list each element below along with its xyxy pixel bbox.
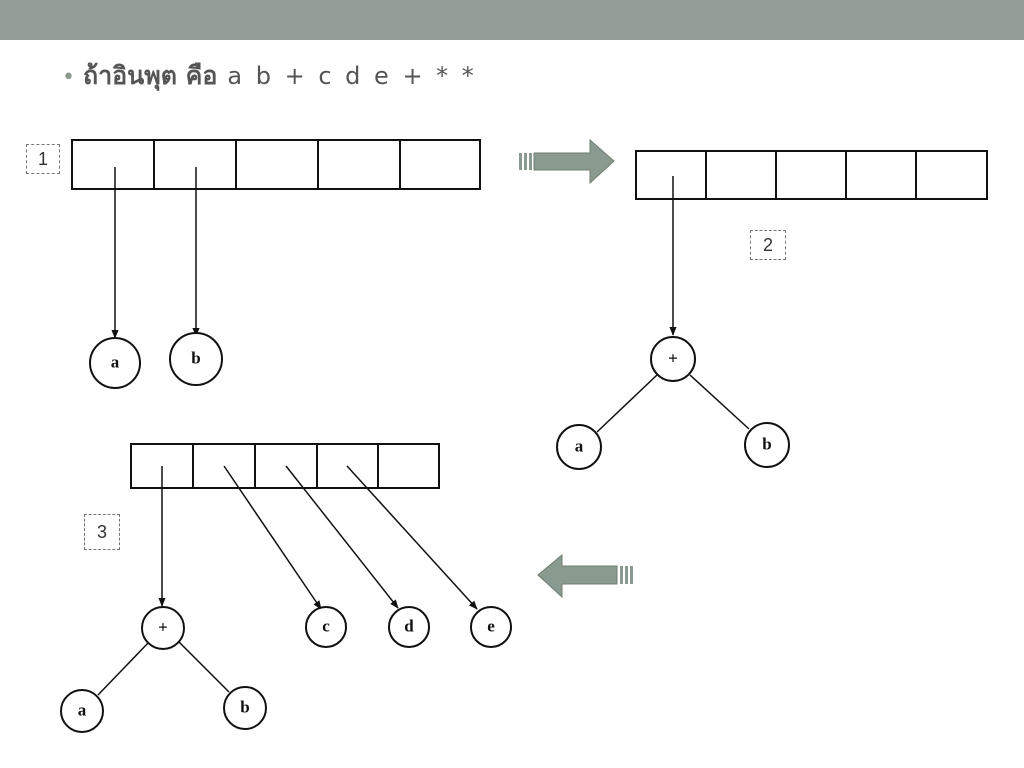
heading-expression: a b + c d e + * * bbox=[227, 62, 477, 90]
step-label-2: 2 bbox=[750, 230, 786, 260]
step-label-3: 3 bbox=[84, 514, 120, 550]
step-label-1: 1 bbox=[26, 144, 60, 174]
node-b: b bbox=[191, 349, 200, 368]
node-e-circle bbox=[470, 606, 512, 648]
node-b-circle bbox=[169, 332, 223, 386]
tree-edge bbox=[178, 641, 230, 693]
pointer-line bbox=[346, 465, 478, 610]
pointer-line bbox=[285, 465, 399, 609]
right-arrow-icon bbox=[519, 138, 615, 185]
tree-edge bbox=[596, 374, 658, 433]
node-b-circle bbox=[744, 422, 790, 468]
node-a-circle bbox=[89, 337, 141, 389]
node-a-circle bbox=[60, 689, 104, 733]
node-d: d bbox=[404, 617, 414, 636]
node-a: a bbox=[111, 353, 120, 372]
tree-edge bbox=[689, 374, 750, 430]
stage-3-edges bbox=[97, 465, 478, 696]
stack-3-frame bbox=[130, 443, 440, 489]
stage-3-nodes: + a b c d e bbox=[60, 606, 512, 733]
stack-1-frame bbox=[71, 139, 481, 190]
node-b: b bbox=[240, 698, 249, 717]
node-a: a bbox=[78, 701, 87, 720]
node-plus-circle bbox=[650, 336, 696, 382]
stage-1-nodes: a b bbox=[89, 332, 223, 389]
heading-prefix: ถ้าอินพุต คือ bbox=[82, 61, 218, 90]
stack-3 bbox=[130, 443, 440, 489]
tree-edge bbox=[97, 641, 150, 696]
node-b-circle bbox=[223, 686, 267, 730]
node-d-circle bbox=[388, 606, 430, 648]
stage-2-nodes: + a b bbox=[556, 336, 790, 470]
stage-2-edges bbox=[596, 176, 750, 433]
node-a-circle bbox=[556, 424, 602, 470]
node-plus: + bbox=[158, 618, 168, 637]
pointer-line bbox=[223, 465, 322, 610]
stack-1 bbox=[71, 139, 481, 190]
node-c-circle bbox=[305, 606, 347, 648]
stack-2 bbox=[635, 150, 988, 200]
top-bar bbox=[0, 0, 1024, 40]
stage-1-pointers bbox=[111, 167, 200, 339]
node-a: a bbox=[575, 437, 584, 456]
node-plus: + bbox=[668, 349, 678, 368]
bullet: • bbox=[62, 65, 75, 90]
node-plus-circle bbox=[141, 606, 185, 650]
stack-2-frame bbox=[635, 150, 988, 200]
node-c: c bbox=[322, 617, 330, 636]
node-b: b bbox=[762, 435, 771, 454]
node-e: e bbox=[487, 617, 495, 636]
slide-heading: • ถ้าอินพุต คือ a b + c d e + * * bbox=[62, 56, 477, 96]
left-arrow-icon bbox=[537, 553, 633, 599]
